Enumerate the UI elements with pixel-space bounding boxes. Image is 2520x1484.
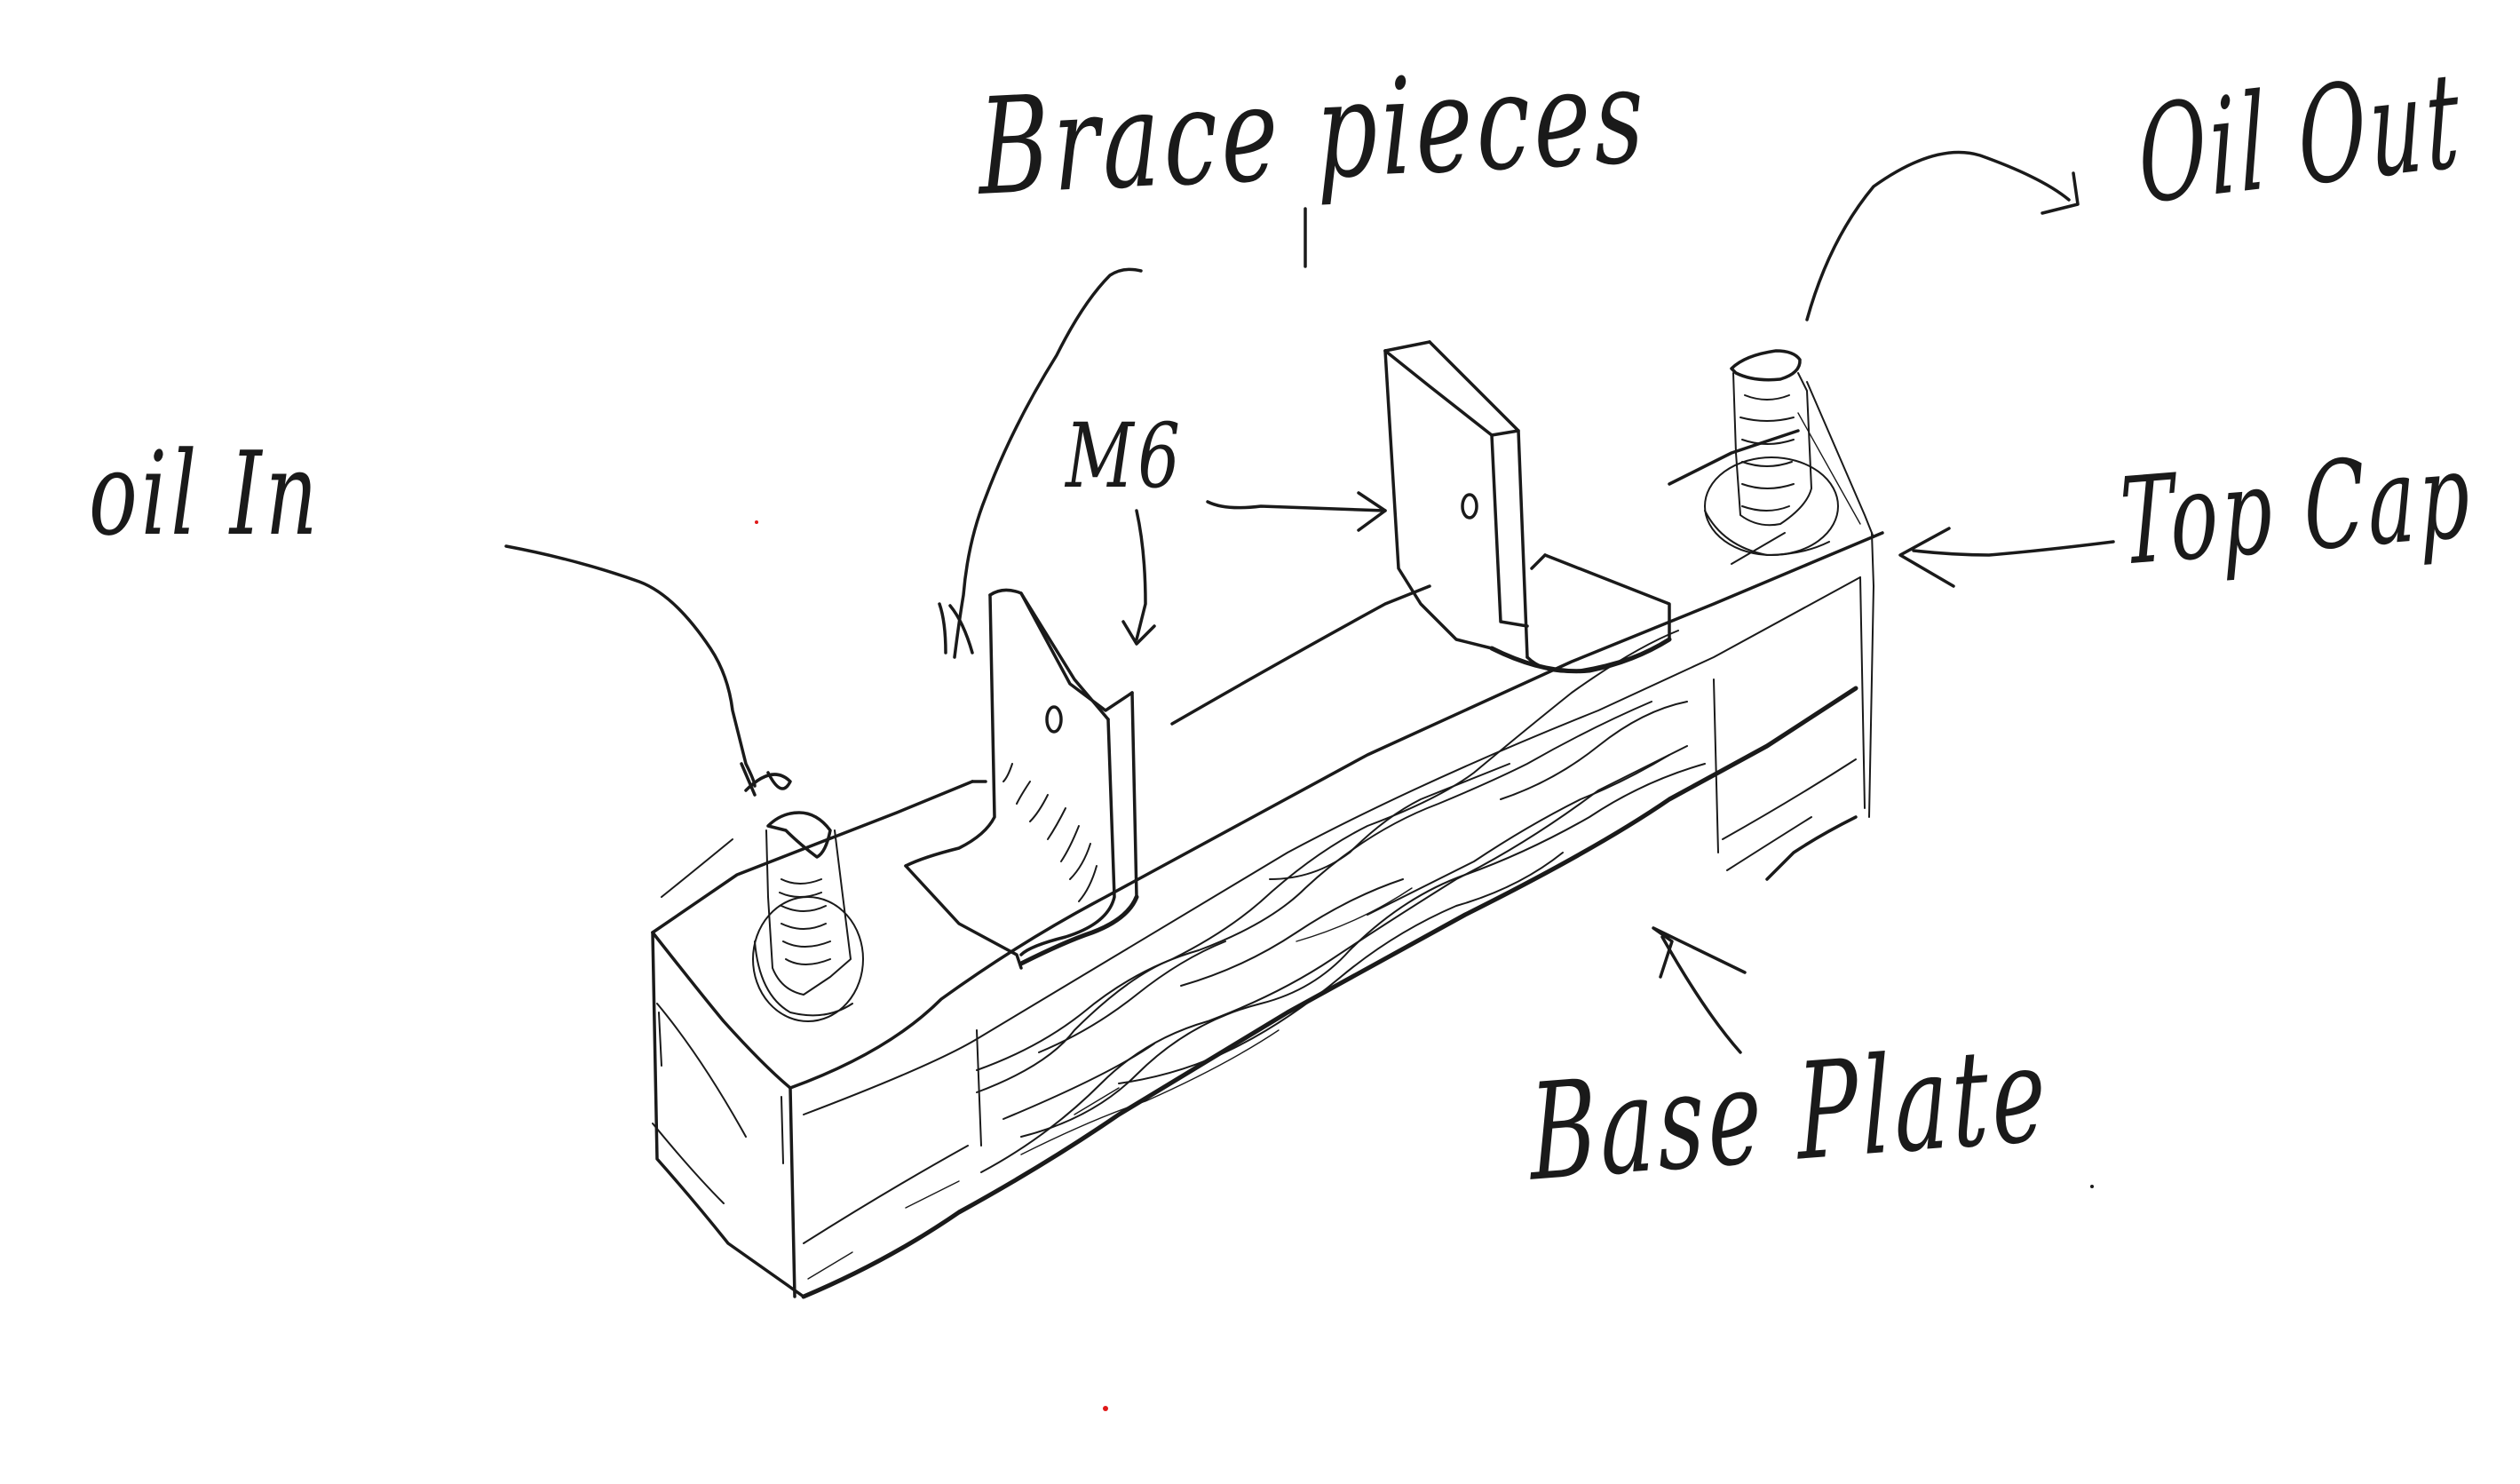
fitting-out (1704, 349, 1874, 556)
label-brace-pieces: Brace pieces (977, 38, 1650, 226)
stray-dot (2090, 1185, 2094, 1188)
brace-right (1383, 340, 1672, 674)
label-top-cap: Top Cap (2118, 425, 2476, 592)
stray-red-dot (1103, 1406, 1108, 1411)
brace-left (904, 588, 1139, 970)
label-m6: M6 (1066, 404, 1185, 508)
base-plate (651, 429, 1884, 1299)
label-oil-in: oil In (89, 426, 321, 561)
stray-red-dot (755, 520, 758, 524)
annotation-arrows (504, 150, 2115, 1054)
fitting-in (752, 811, 864, 1022)
